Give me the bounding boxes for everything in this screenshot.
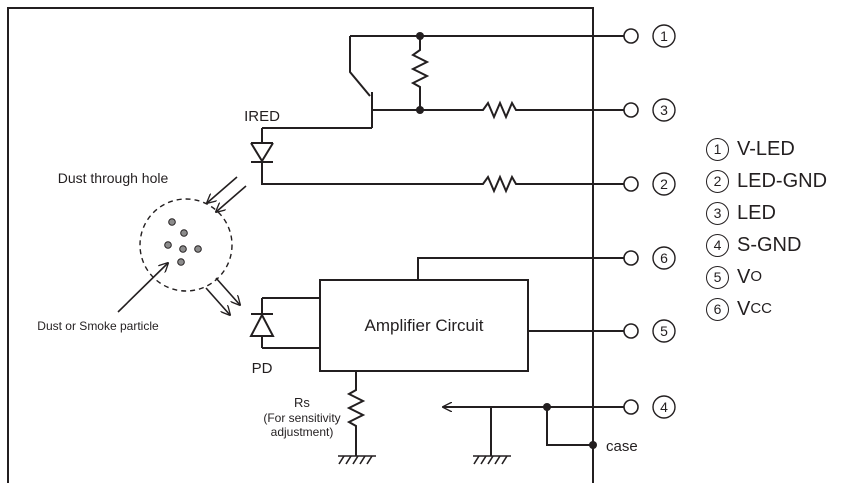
pd-diode-icon <box>249 312 275 337</box>
amplifier-label: Amplifier Circuit <box>364 316 483 335</box>
ground-icon <box>338 455 376 465</box>
particle-label: Dust or Smoke particle <box>37 319 159 333</box>
module-outline <box>7 7 594 483</box>
legend-item: 2 LED-GND <box>706 165 827 197</box>
svg-text:5: 5 <box>660 323 668 339</box>
terminal-4: 4 <box>623 395 676 419</box>
terminal-5: 5 <box>623 319 676 343</box>
detection-arrow <box>205 287 230 315</box>
pin-number: 5 <box>706 265 729 289</box>
case-line <box>546 407 593 446</box>
rs-note-line-1: (For sensitivity <box>263 411 340 425</box>
dust-hole-outline <box>139 198 233 292</box>
pin-number: 6 <box>706 297 729 321</box>
pullup-resistor <box>410 36 430 110</box>
svg-text:3: 3 <box>660 102 668 118</box>
terminal-6: 6 <box>623 246 676 270</box>
rs-label: Rs <box>294 395 310 410</box>
pin-number: 1 <box>706 137 729 161</box>
pin-number: 4 <box>706 233 729 257</box>
case-label: case <box>606 438 638 455</box>
terminal-1: 1 <box>623 24 676 48</box>
pin-name: V <box>737 266 751 288</box>
terminal-2: 2 <box>623 172 676 196</box>
svg-text:4: 4 <box>660 399 668 415</box>
pin-name-subscript: O <box>750 268 763 285</box>
pd-label: PD <box>252 360 273 377</box>
dust-particles <box>164 218 202 266</box>
pin-number: 3 <box>706 201 729 225</box>
terminal-3: 3 <box>623 98 676 122</box>
pd-wire <box>261 297 320 349</box>
legend-item: 1 V-LED <box>706 133 827 165</box>
emission-arrow <box>216 185 247 212</box>
pin-number: 2 <box>706 169 729 193</box>
dust-hole-label: Dust through hole <box>58 170 169 186</box>
ired-label: IRED <box>244 108 280 125</box>
svg-text:2: 2 <box>660 176 668 192</box>
rs-resistor <box>346 371 366 456</box>
pin-name: LED <box>737 202 776 224</box>
pin-name: V <box>737 298 751 320</box>
ground-icon <box>473 455 511 465</box>
legend-item: 3 LED <box>706 197 827 229</box>
ired-diode-icon <box>250 142 274 163</box>
svg-text:6: 6 <box>660 250 668 266</box>
pin-name: V-LED <box>737 138 795 160</box>
detection-arrow <box>215 277 240 305</box>
emission-arrow <box>207 176 238 203</box>
particle-pointer-arrow <box>117 263 168 313</box>
svg-text:1: 1 <box>660 28 668 44</box>
pin-name: S-GND <box>737 234 802 256</box>
vcc-line <box>417 257 624 280</box>
led-line-resistor <box>420 100 624 120</box>
led-gnd-line-resistor <box>261 162 624 194</box>
rs-note-line-2: adjustment) <box>271 425 334 439</box>
legend-item: 4 S-GND <box>706 229 827 261</box>
pin-name-subscript: CC <box>750 300 773 317</box>
pin-name: LED-GND <box>737 170 828 192</box>
amplifier-block <box>319 279 529 372</box>
junction-dot <box>589 441 597 449</box>
transistor-collector <box>349 36 371 97</box>
